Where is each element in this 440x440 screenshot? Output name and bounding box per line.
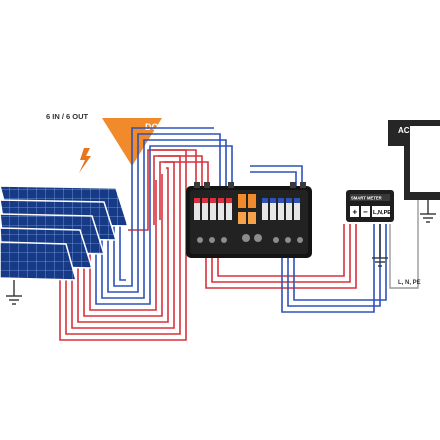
ac-inverter: AC [388,120,440,200]
io-label: 6 IN / 6 OUT [46,112,89,121]
meter-lnpe-terminal: L,N,PE [373,210,391,216]
fuse-holders-negative [262,198,300,220]
terminal-blocks [197,234,303,243]
lnpe-label: L, N, PE [398,280,421,286]
lightning-icon [79,148,91,173]
ground-icon [6,280,22,305]
solar-panel [0,241,77,281]
dc-string-wires [59,127,233,341]
solar-panel-array [0,185,130,281]
cable-glands [194,182,306,188]
ground-icon [420,200,436,223]
fuse-holders-positive [194,198,232,220]
ac-label: AC [398,126,410,135]
surge-protectors [238,194,256,224]
dc-label: DC [145,122,158,132]
inverter-screen [410,126,440,192]
meter-plus-terminal: + [353,208,358,217]
ground-icon [372,224,388,267]
meter-minus-terminal: − [363,208,368,217]
meter-title: SMART METER [351,196,382,201]
smart-meter: SMART METER + − L,N,PE [346,190,394,222]
combiner-box [186,182,312,258]
